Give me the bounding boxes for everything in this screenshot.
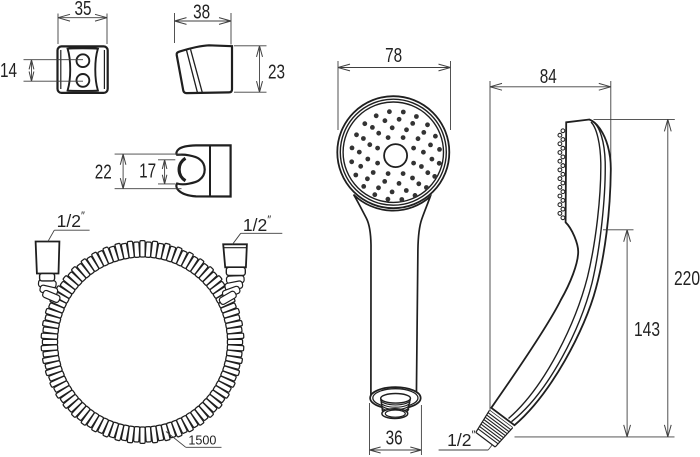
svg-text:14: 14: [0, 60, 17, 82]
svg-text:1/2″: 1/2″: [57, 210, 85, 231]
svg-text:220: 220: [674, 268, 700, 290]
svg-text:84: 84: [540, 66, 557, 88]
svg-text:17: 17: [139, 161, 156, 183]
svg-text:36: 36: [386, 428, 403, 450]
svg-text:38: 38: [193, 1, 210, 23]
svg-text:1500: 1500: [188, 434, 216, 448]
svg-text:1/2″: 1/2″: [447, 429, 475, 450]
svg-text:23: 23: [268, 62, 285, 84]
svg-text:78: 78: [385, 45, 402, 67]
svg-text:22: 22: [95, 161, 112, 183]
svg-text:35: 35: [75, 0, 92, 20]
svg-text:1/2″: 1/2″: [243, 214, 271, 235]
svg-text:143: 143: [634, 319, 660, 341]
